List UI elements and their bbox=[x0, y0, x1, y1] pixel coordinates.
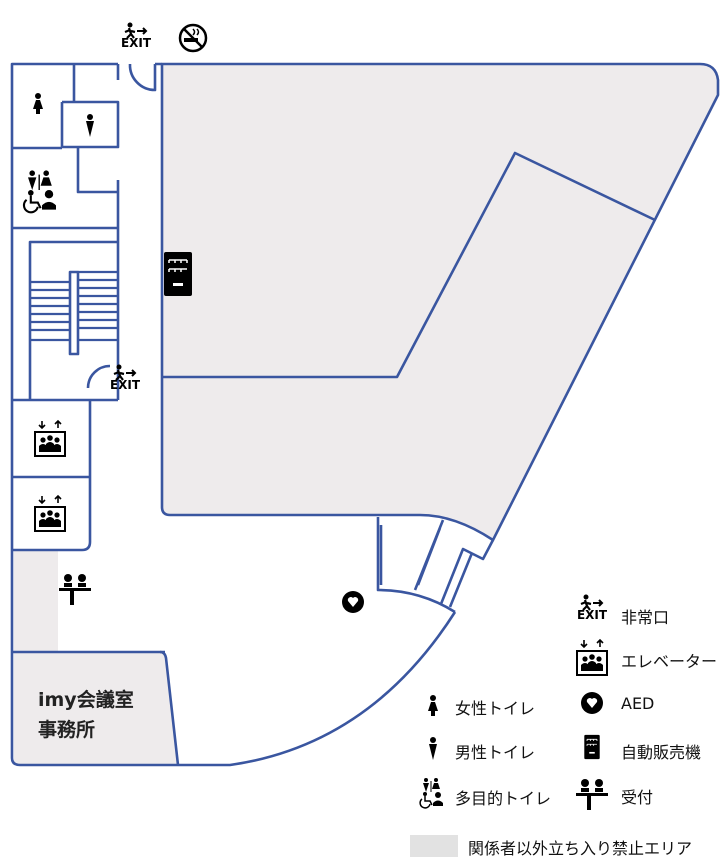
no-smoking-icon bbox=[178, 23, 208, 53]
female-toilet-icon bbox=[33, 93, 43, 114]
legend-label-aed: AED bbox=[621, 694, 655, 713]
exit-sign-text: EXIT bbox=[110, 378, 141, 392]
legend-label-restricted-area: 関係者以外立ち入り禁止エリア bbox=[468, 839, 693, 858]
office-room-label-line2: 事務所 bbox=[38, 719, 96, 741]
aed-icon bbox=[342, 591, 364, 613]
legend-exit-sign-text: EXIT bbox=[577, 608, 608, 622]
vending-machine-icon bbox=[163, 251, 193, 297]
legend-exit-icon: EXIT bbox=[577, 593, 608, 622]
office-room-label-line1: imy会議室 bbox=[38, 689, 134, 711]
legend-restricted-swatch bbox=[410, 835, 458, 857]
legend-label-multipurpose-toilet: 多目的トイレ bbox=[455, 789, 552, 808]
exit-icon-stairs: EXIT bbox=[110, 363, 141, 392]
office-room bbox=[14, 652, 178, 765]
legend-elevator-icon bbox=[576, 639, 608, 676]
exit-sign-text: EXIT bbox=[121, 36, 152, 50]
restricted-area-main-hall bbox=[162, 64, 718, 540]
legend-label-elevator: エレベーター bbox=[621, 652, 718, 671]
elevator-icon bbox=[34, 420, 66, 457]
legend-multipurpose-toilet-icon bbox=[419, 777, 444, 809]
legend-aed-icon bbox=[581, 692, 603, 714]
multipurpose-toilet-icon bbox=[22, 169, 58, 214]
legend-label-vending-machine: 自動販売機 bbox=[621, 743, 702, 762]
legend-female-toilet-icon bbox=[428, 695, 438, 716]
reception-icon bbox=[59, 574, 91, 605]
walls bbox=[10, 62, 720, 767]
male-toilet-icon bbox=[86, 114, 94, 137]
restricted-area-reception-back bbox=[14, 550, 58, 652]
legend-label-female-toilet: 女性トイレ bbox=[455, 699, 536, 718]
elevator-icon bbox=[34, 495, 66, 532]
legend-label-male-toilet: 男性トイレ bbox=[455, 743, 536, 762]
legend-label-reception: 受付 bbox=[621, 788, 654, 807]
exit-icon-top: EXIT bbox=[121, 21, 152, 50]
legend-male-toilet-icon bbox=[429, 737, 437, 760]
legend-vending-machine-icon bbox=[583, 734, 601, 760]
legend-label-exit: 非常口 bbox=[621, 608, 670, 627]
legend-reception-icon bbox=[576, 779, 608, 810]
